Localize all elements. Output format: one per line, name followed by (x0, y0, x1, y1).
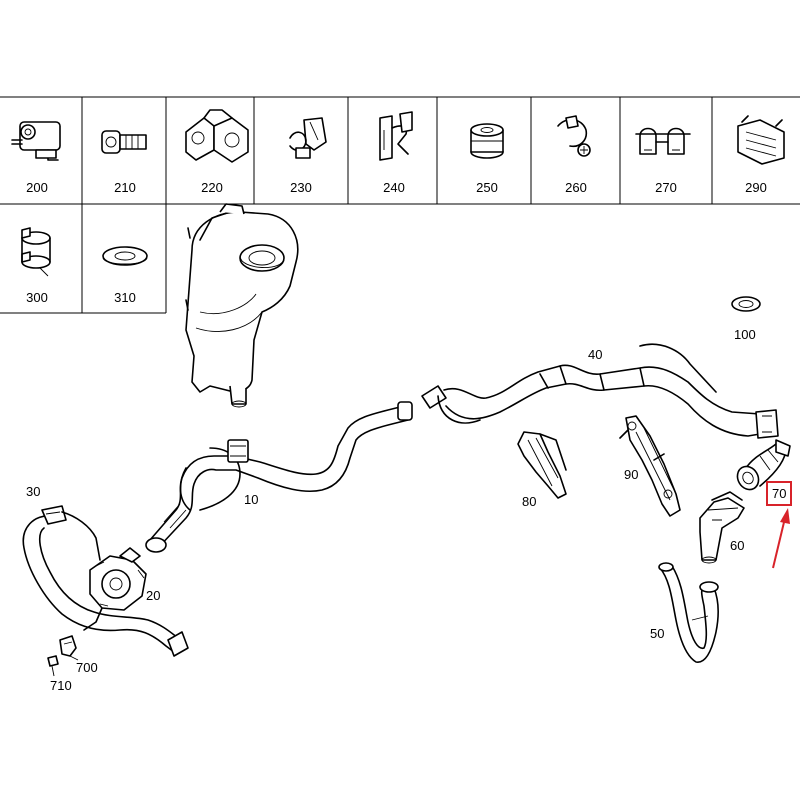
legend-cell-200[interactable]: 200 (11, 121, 61, 195)
callout-700: 700 (76, 660, 98, 675)
callout-20: 20 (146, 588, 160, 603)
parts-legend-grid (0, 96, 800, 314)
legend-cell-290[interactable]: 290 (737, 115, 785, 195)
bracket-90[interactable] (619, 415, 681, 517)
double-clamp-icon (185, 109, 249, 163)
clip-with-screw-icon (557, 115, 591, 157)
hose-10[interactable] (145, 401, 413, 553)
callout-710: 710 (50, 678, 72, 693)
hose-50[interactable] (658, 562, 719, 663)
hose-30[interactable] (22, 505, 189, 657)
legend-number: 300 (26, 290, 48, 305)
leader-line-700 (69, 655, 79, 661)
legend-cell-220[interactable]: 220 (185, 109, 249, 195)
spring-clamp-icon (21, 227, 51, 277)
callout-60: 60 (730, 538, 744, 553)
bracket-80[interactable] (517, 431, 567, 499)
callout-70: 70 (772, 486, 786, 501)
legend-number: 240 (383, 180, 405, 195)
legend-cell-260[interactable]: 260 (557, 115, 591, 195)
leader-line-710 (51, 665, 55, 677)
callout-90: 90 (624, 467, 638, 482)
legend-number: 290 (745, 180, 767, 195)
hose-40[interactable] (421, 343, 779, 439)
hose-holder-icon (289, 117, 327, 159)
legend-number: 260 (565, 180, 587, 195)
rubber-grommet-icon (470, 123, 504, 159)
water-pump-20[interactable] (83, 547, 147, 631)
legend-cell-310[interactable]: 310 (102, 246, 148, 305)
expansion-tank[interactable] (185, 203, 299, 408)
legend-cell-270[interactable]: 270 (635, 127, 691, 196)
legend-number: 210 (114, 180, 136, 195)
screw-bolt-icon (101, 130, 147, 154)
seal-ring-100[interactable] (731, 296, 761, 312)
callout-40: 40 (588, 347, 602, 362)
sealing-washer-icon (102, 246, 148, 266)
callout-10: 10 (244, 492, 258, 507)
connector-clip-icon (11, 121, 61, 161)
seal-710[interactable] (47, 655, 59, 667)
legend-number: 310 (114, 290, 136, 305)
legend-cell-210[interactable]: 210 (101, 130, 147, 195)
legend-cell-240[interactable]: 240 (379, 111, 413, 195)
legend-number: 250 (476, 180, 498, 195)
multi-holder-icon (737, 115, 785, 165)
retaining-bracket-icon (379, 111, 413, 161)
legend-cell-250[interactable]: 250 (470, 123, 504, 195)
twin-pipe-clip-icon (635, 127, 691, 155)
legend-cell-300[interactable]: 300 (21, 227, 51, 305)
callout-30: 30 (26, 484, 40, 499)
sensor-700[interactable] (59, 635, 77, 657)
legend-number: 220 (201, 180, 223, 195)
callout-50: 50 (650, 626, 664, 641)
pipe-60[interactable] (699, 491, 745, 564)
callout-80: 80 (522, 494, 536, 509)
legend-number: 230 (290, 180, 312, 195)
hose-70[interactable] (733, 439, 791, 493)
callout-100: 100 (734, 327, 756, 342)
part-70-highlight-box (766, 481, 792, 506)
legend-number: 270 (655, 180, 677, 195)
legend-number: 200 (26, 180, 48, 195)
legend-cell-230[interactable]: 230 (289, 117, 327, 195)
red-arrow-icon (772, 508, 790, 569)
